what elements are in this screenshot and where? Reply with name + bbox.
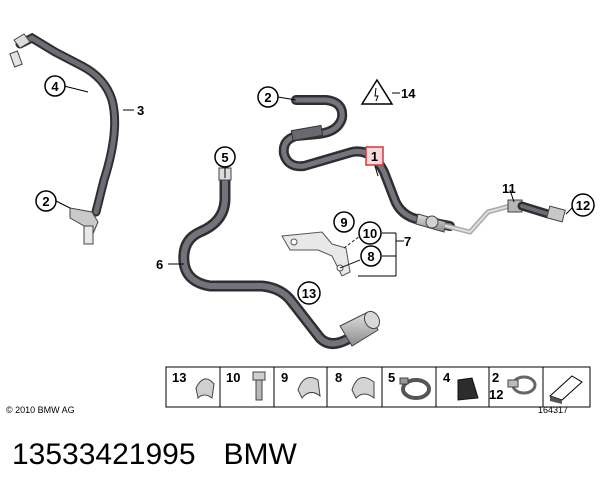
hose-clamp-icon [399,377,431,400]
svg-text:14: 14 [401,86,416,101]
callout-13: 13 [297,281,321,305]
drawing-number: 164317 [538,405,569,415]
hose-part-1 [278,95,566,235]
svg-text:4: 4 [51,79,59,94]
callout-8: 8 [360,245,382,267]
svg-text:13: 13 [302,286,316,301]
part-number: 13533421995 [12,438,196,471]
svg-text:10: 10 [363,226,377,241]
callout-12: 12 [571,193,595,217]
strip-label-13: 13 [172,370,186,385]
warning-triangle-icon [360,78,400,105]
svg-text:2: 2 [42,194,49,209]
bracket-part-7 [281,231,361,277]
hose-clip-icon [195,378,215,400]
hose-part-6 [178,167,381,349]
svg-text:9: 9 [340,215,347,230]
brand-name: BMW [223,438,297,471]
strip-label-8: 8 [335,370,342,385]
svg-text:11: 11 [502,181,516,196]
leader-lines [55,85,575,297]
svg-text:12: 12 [576,198,590,213]
callout-14: 14 [401,86,416,101]
svg-text:6: 6 [156,257,163,272]
callout-5: 5 [214,146,236,168]
svg-text:8: 8 [367,249,374,264]
callout-3: 3 [137,103,144,118]
strip-label-4: 4 [443,370,451,385]
strip-label-9: 9 [281,370,288,385]
callout-11: 11 [502,181,516,196]
svg-text:1: 1 [371,149,378,164]
svg-text:5: 5 [221,150,228,165]
spring-clamp-icon [507,375,537,395]
callout-6: 6 [156,257,163,272]
strip-label-12: 12 [489,387,503,402]
copyright-text: © 2010 BMW AG [6,405,75,415]
strip-label-10: 10 [226,370,240,385]
svg-text:3: 3 [137,103,144,118]
callout-9: 9 [333,211,355,233]
callout-1: 1 [365,146,384,166]
callout-10: 10 [358,221,382,245]
svg-text:7: 7 [404,234,411,249]
arrow-shape-icon [549,375,583,404]
callout-4: 4 [44,75,66,97]
bracket-clip-icon [351,377,375,400]
parts-strip: 13 10 9 8 5 4 2 12 [165,366,591,408]
svg-text:2: 2 [264,90,271,105]
cap-icon [457,377,479,401]
part-caption: 13533421995 BMW [12,438,325,472]
bolt-icon [252,371,266,401]
callout-2-left: 2 [35,190,57,212]
strip-label-2: 2 [492,370,499,385]
clamp-icon [297,377,321,399]
hose-part-3 [9,32,120,245]
callout-2-top: 2 [257,86,279,108]
strip-label-5: 5 [388,370,395,385]
callout-7: 7 [404,234,411,249]
